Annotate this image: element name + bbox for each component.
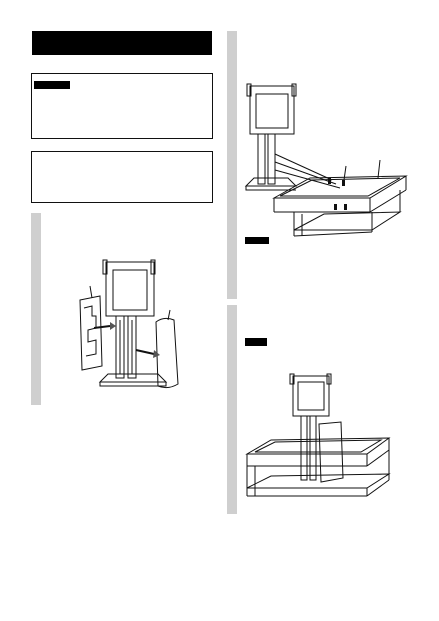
section-title-bar bbox=[32, 31, 212, 55]
stand-inserted-rack-illustration bbox=[243, 370, 393, 505]
stand-on-rack-illustration bbox=[240, 80, 415, 240]
caution-label-badge bbox=[34, 81, 70, 89]
step-1-stripe bbox=[31, 213, 41, 405]
step-2-stripe bbox=[227, 31, 237, 299]
stand-cover-assembly-illustration bbox=[70, 258, 200, 398]
step-3-stripe bbox=[227, 305, 237, 514]
step-2-note-tag bbox=[245, 237, 269, 244]
step-3-note-tag bbox=[245, 338, 267, 346]
note-box bbox=[31, 151, 213, 203]
